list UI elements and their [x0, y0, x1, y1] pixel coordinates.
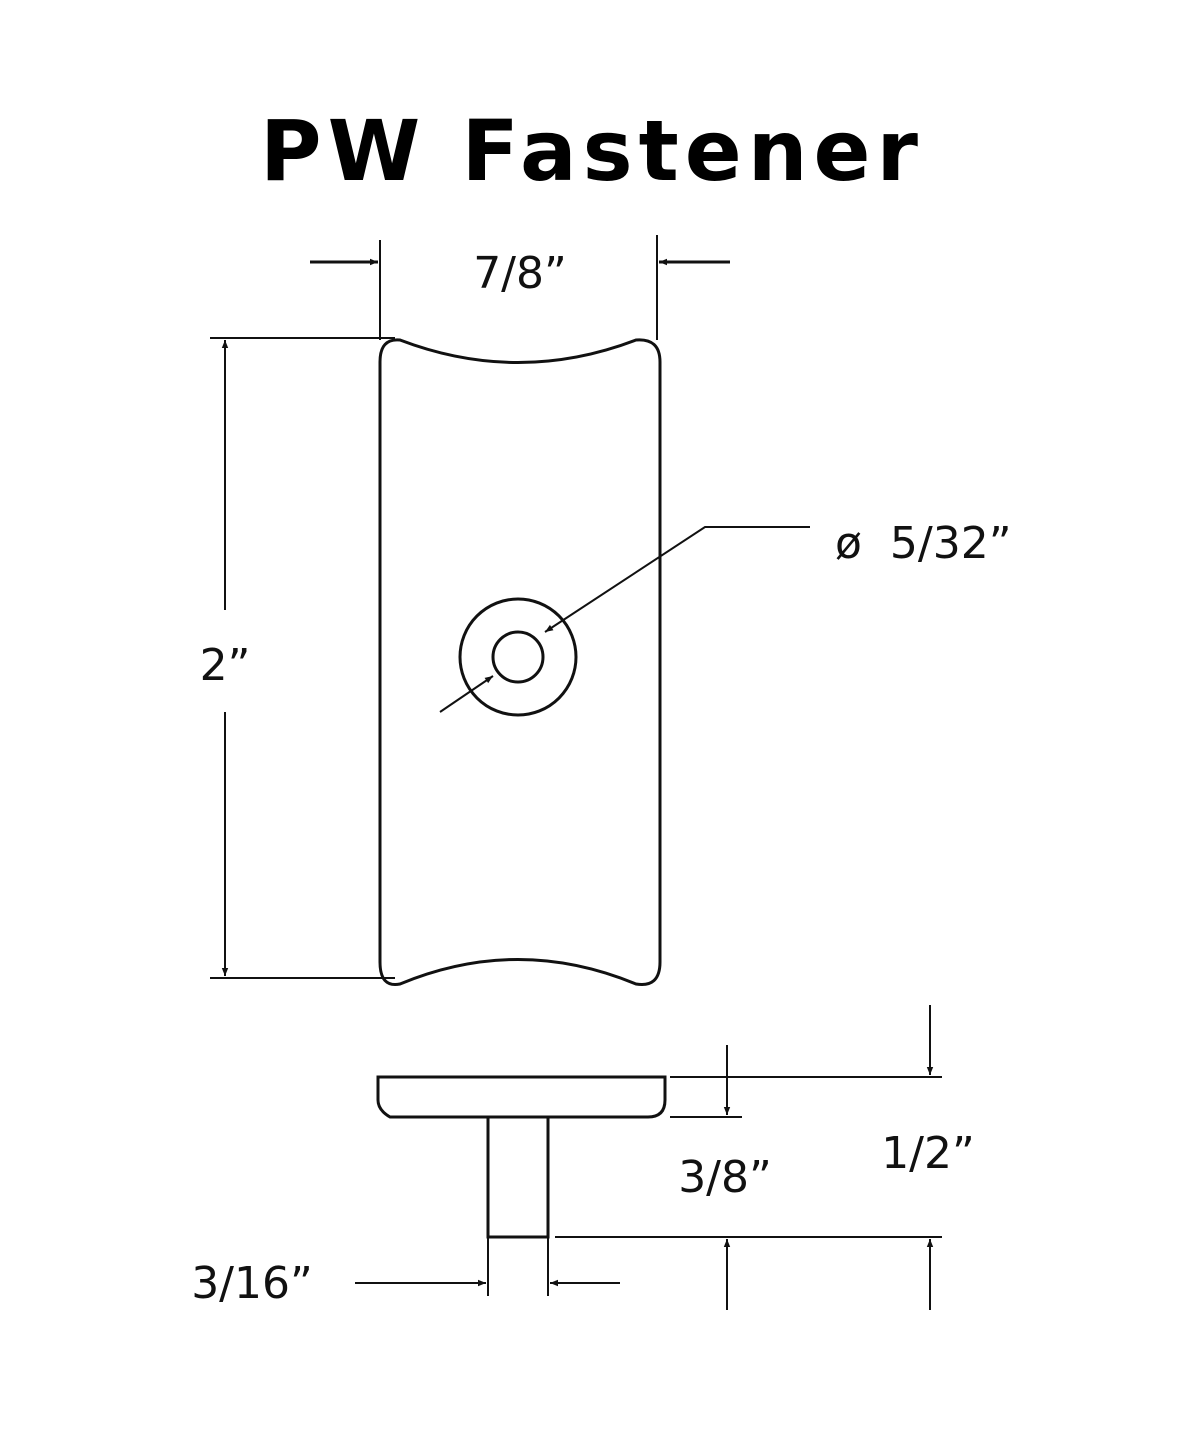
fastener-head-side: [376, 1075, 667, 1119]
height-dimension: 2”: [200, 337, 395, 979]
shank-diameter-dimension: 3/16”: [191, 1237, 620, 1309]
shank-diameter-label: 3/16”: [191, 1258, 313, 1309]
hole: [491, 630, 545, 684]
drawing-title: PW Fastener: [260, 102, 924, 200]
width-dimension: 7/8”: [310, 235, 730, 340]
overall-thickness-label: 1/2”: [881, 1128, 975, 1179]
height-label: 2”: [200, 640, 251, 691]
thickness-dimensions: 3/8” 1/2”: [555, 1005, 975, 1310]
head-to-shank-label: 3/8”: [678, 1152, 772, 1203]
fastener-shank-side: [486, 1115, 550, 1239]
width-label: 7/8”: [473, 248, 567, 299]
hole-diameter-label: ø 5/32”: [835, 518, 1012, 569]
hole-diameter-dimension: ø 5/32”: [439, 518, 1012, 713]
